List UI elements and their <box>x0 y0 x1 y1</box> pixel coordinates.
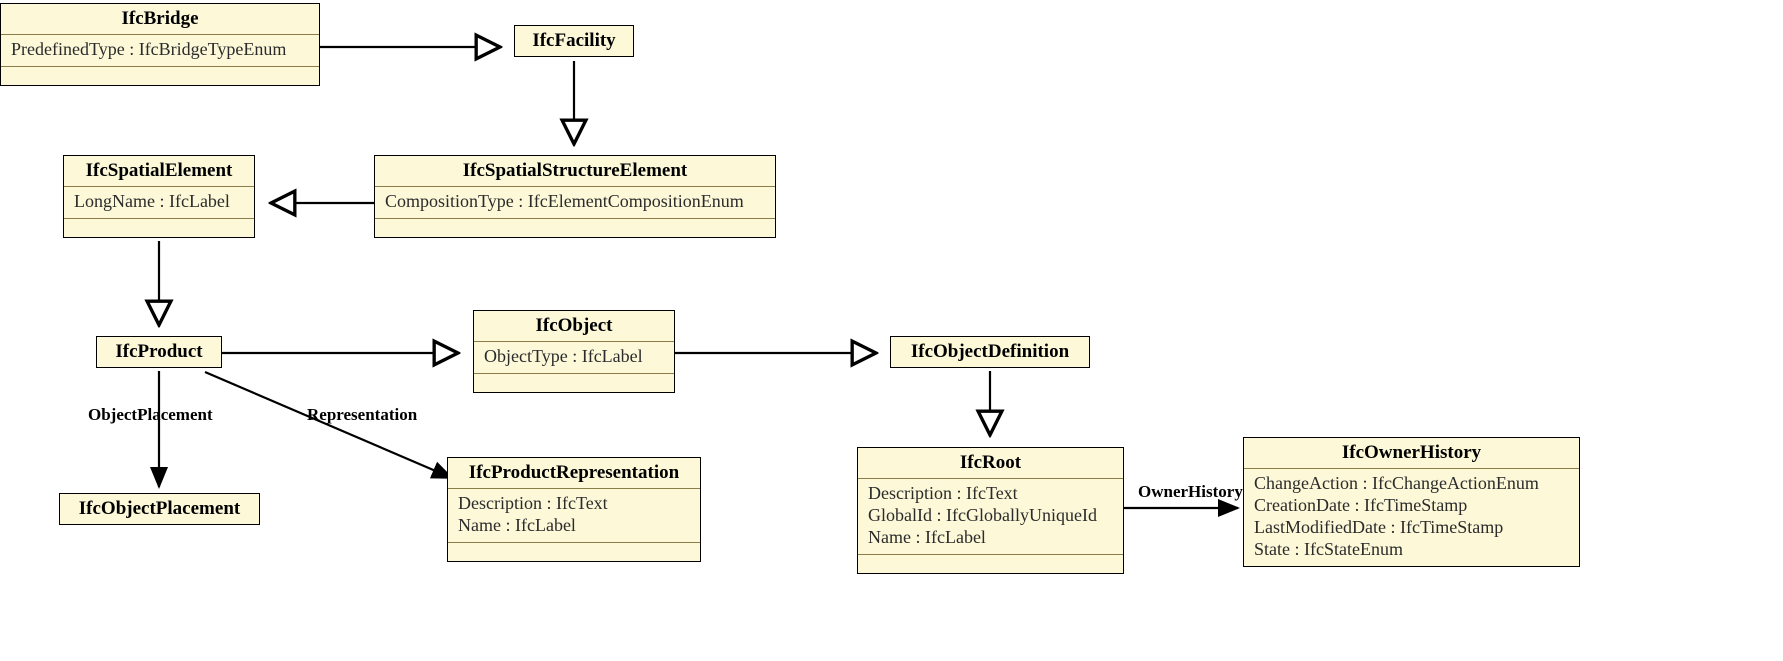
attributes-compartment: CompositionType : IfcElementCompositionE… <box>375 187 775 218</box>
class-box-ifc-owner-history[interactable]: IfcOwnerHistory ChangeAction : IfcChange… <box>1243 437 1580 568</box>
attributes-compartment: LongName : IfcLabel <box>64 187 254 218</box>
class-title: IfcSpatialStructureElement <box>462 160 688 181</box>
attributes-compartment: ChangeAction : IfcChangeActionEnum Creat… <box>1244 469 1579 566</box>
edge-label-object-placement: ObjectPlacement <box>88 405 213 424</box>
edge-label-owner-history: OwnerHistory <box>1138 482 1243 501</box>
attributes-compartment: ObjectType : IfcLabel <box>474 342 674 373</box>
attribute-row: State : IfcStateEnum <box>1254 539 1403 560</box>
compartment-divider <box>1 66 319 68</box>
class-box-ifc-facility[interactable]: IfcFacility <box>514 25 634 58</box>
class-title: IfcProduct <box>115 341 203 362</box>
class-title: IfcFacility <box>532 30 616 51</box>
attribute-row: Name : IfcLabel <box>458 515 576 536</box>
attribute-row: CompositionType : IfcElementCompositionE… <box>385 191 744 212</box>
attribute-row: CreationDate : IfcTimeStamp <box>1254 495 1468 516</box>
class-title: IfcOwnerHistory <box>1341 442 1482 463</box>
compartment-divider <box>64 218 254 220</box>
class-box-ifc-product-representation[interactable]: IfcProductRepresentation Description : I… <box>447 457 701 563</box>
compartment-divider <box>474 373 674 375</box>
attribute-row: Description : IfcText <box>458 493 608 514</box>
attributes-compartment: PredefinedType : IfcBridgeTypeEnum <box>1 35 319 66</box>
operations-compartment <box>474 374 674 392</box>
compartment-divider <box>375 186 775 188</box>
compartment-divider <box>64 186 254 188</box>
operations-compartment <box>64 219 254 237</box>
compartment-divider <box>1244 468 1579 470</box>
compartment-divider <box>448 488 700 490</box>
class-title: IfcObjectPlacement <box>78 498 241 519</box>
compartment-divider <box>474 341 674 343</box>
attribute-row: ChangeAction : IfcChangeActionEnum <box>1254 473 1539 494</box>
attribute-row: Description : IfcText <box>868 483 1018 504</box>
edge-product-to-product-representation <box>204 370 454 480</box>
class-title: IfcProductRepresentation <box>468 462 680 483</box>
attributes-compartment: Description : IfcText GlobalId : IfcGlob… <box>858 479 1123 554</box>
class-title: IfcBridge <box>121 8 199 29</box>
attribute-row: ObjectType : IfcLabel <box>484 346 643 367</box>
compartment-divider <box>375 218 775 220</box>
class-title: IfcSpatialElement <box>85 160 233 181</box>
attribute-row: LastModifiedDate : IfcTimeStamp <box>1254 517 1504 538</box>
operations-compartment <box>375 219 775 237</box>
attribute-row: PredefinedType : IfcBridgeTypeEnum <box>11 39 287 60</box>
attribute-row: LongName : IfcLabel <box>74 191 230 212</box>
operations-compartment <box>858 555 1123 573</box>
class-box-ifc-spatial-structure-element[interactable]: IfcSpatialStructureElement CompositionTy… <box>374 155 776 239</box>
operations-compartment <box>1 67 319 85</box>
class-box-ifc-object-placement[interactable]: IfcObjectPlacement <box>59 493 260 526</box>
class-box-ifc-product[interactable]: IfcProduct <box>96 336 222 369</box>
class-title: IfcRoot <box>959 452 1022 473</box>
class-box-ifc-object-definition[interactable]: IfcObjectDefinition <box>890 336 1090 369</box>
edge-label-representation: Representation <box>307 405 418 424</box>
attribute-row: GlobalId : IfcGloballyUniqueId <box>868 505 1097 526</box>
class-box-ifc-bridge[interactable]: IfcBridge PredefinedType : IfcBridgeType… <box>0 3 320 87</box>
class-box-ifc-object[interactable]: IfcObject ObjectType : IfcLabel <box>473 310 675 394</box>
class-title: IfcObjectDefinition <box>910 341 1070 362</box>
compartment-divider <box>1 34 319 36</box>
attribute-row: Name : IfcLabel <box>868 527 986 548</box>
compartment-divider <box>858 554 1123 556</box>
class-title: IfcObject <box>535 315 613 336</box>
compartment-divider <box>858 478 1123 480</box>
attributes-compartment: Description : IfcText Name : IfcLabel <box>448 489 700 542</box>
compartment-divider <box>448 542 700 544</box>
class-box-ifc-spatial-element[interactable]: IfcSpatialElement LongName : IfcLabel <box>63 155 255 239</box>
class-box-ifc-root[interactable]: IfcRoot Description : IfcText GlobalId :… <box>857 447 1124 575</box>
operations-compartment <box>448 543 700 561</box>
